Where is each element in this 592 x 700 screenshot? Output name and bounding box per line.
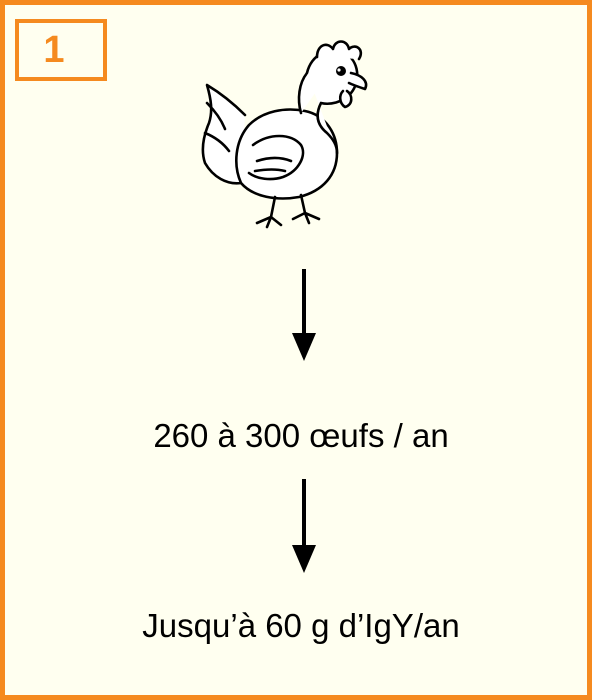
igy-yield-text: Jusqu’à 60 g d’IgY/an	[142, 607, 460, 644]
down-arrow-icon	[292, 269, 316, 361]
down-arrow-icon	[292, 479, 316, 573]
step-number-badge: 1	[15, 19, 107, 81]
chicken-icon	[201, 40, 368, 229]
eggs-per-year-text: 260 à 300 œufs / an	[153, 417, 449, 454]
